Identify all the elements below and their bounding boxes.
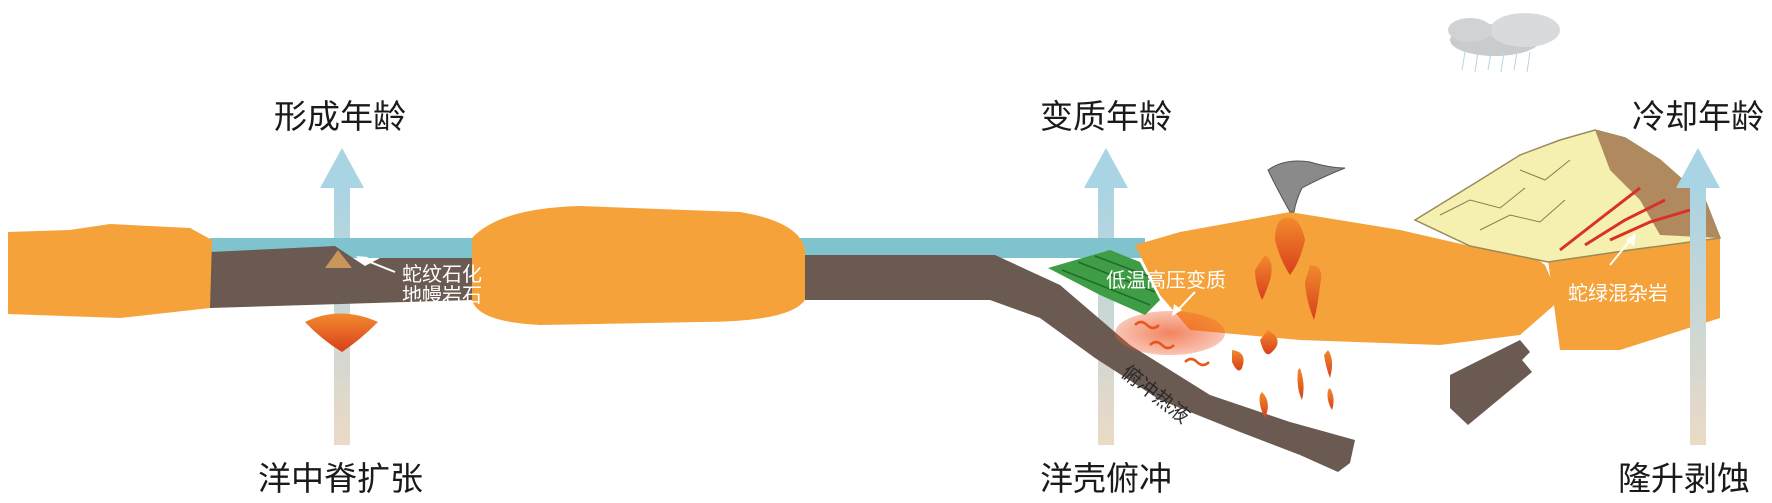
thrust-faults (1559, 186, 1691, 252)
volcano-plume-icon (1267, 160, 1346, 213)
upward-arrow-cooling (1676, 148, 1720, 445)
label-lt-hp-metamorphism: 低温高压变质 (1106, 268, 1226, 292)
label-mid-ocean-ridge-spreading: 洋中脊扩张 (258, 459, 423, 498)
pointer-arrow-melange (1609, 233, 1636, 266)
detached-slab (1450, 340, 1532, 425)
lithosphere-left (210, 246, 472, 308)
wedge-stripes (1061, 255, 1156, 306)
rain-cloud-icon (1448, 13, 1560, 73)
ridge-serpentinite (325, 250, 352, 268)
mountain-ridgelines (1439, 159, 1571, 231)
ocean-water-center (800, 238, 1145, 258)
pointer-arrow-serpentinized (356, 256, 396, 273)
label-serpentinized-2: 地幔岩石 (402, 283, 482, 307)
subducting-slab (800, 255, 1355, 472)
label-formation-age: 形成年龄 (274, 97, 406, 136)
pointer-arrow-hp (1172, 291, 1196, 316)
label-serpentinized-1: 蛇纹石化 (402, 262, 482, 286)
label-cooling-age: 冷却年龄 (1632, 97, 1764, 136)
crust-block-middle (472, 206, 805, 325)
subduction-fluid-bubbles (1134, 320, 1210, 367)
crust-block-right (1548, 238, 1720, 350)
label-oceanic-crust-subduction: 洋壳俯冲 (1040, 459, 1172, 498)
mid-ocean-ridge-magma (305, 313, 378, 352)
label-uplift-exhumation: 隆升剥蚀 (1618, 459, 1750, 498)
crust-block-left (8, 224, 212, 318)
accretionary-wedge (1048, 250, 1160, 315)
label-ophiolitic-melange: 蛇绿混杂岩 (1568, 281, 1668, 305)
label-metamorphic-age: 变质年龄 (1040, 97, 1172, 136)
overriding-plate (1135, 212, 1560, 345)
magma-diapirs (1232, 217, 1334, 418)
